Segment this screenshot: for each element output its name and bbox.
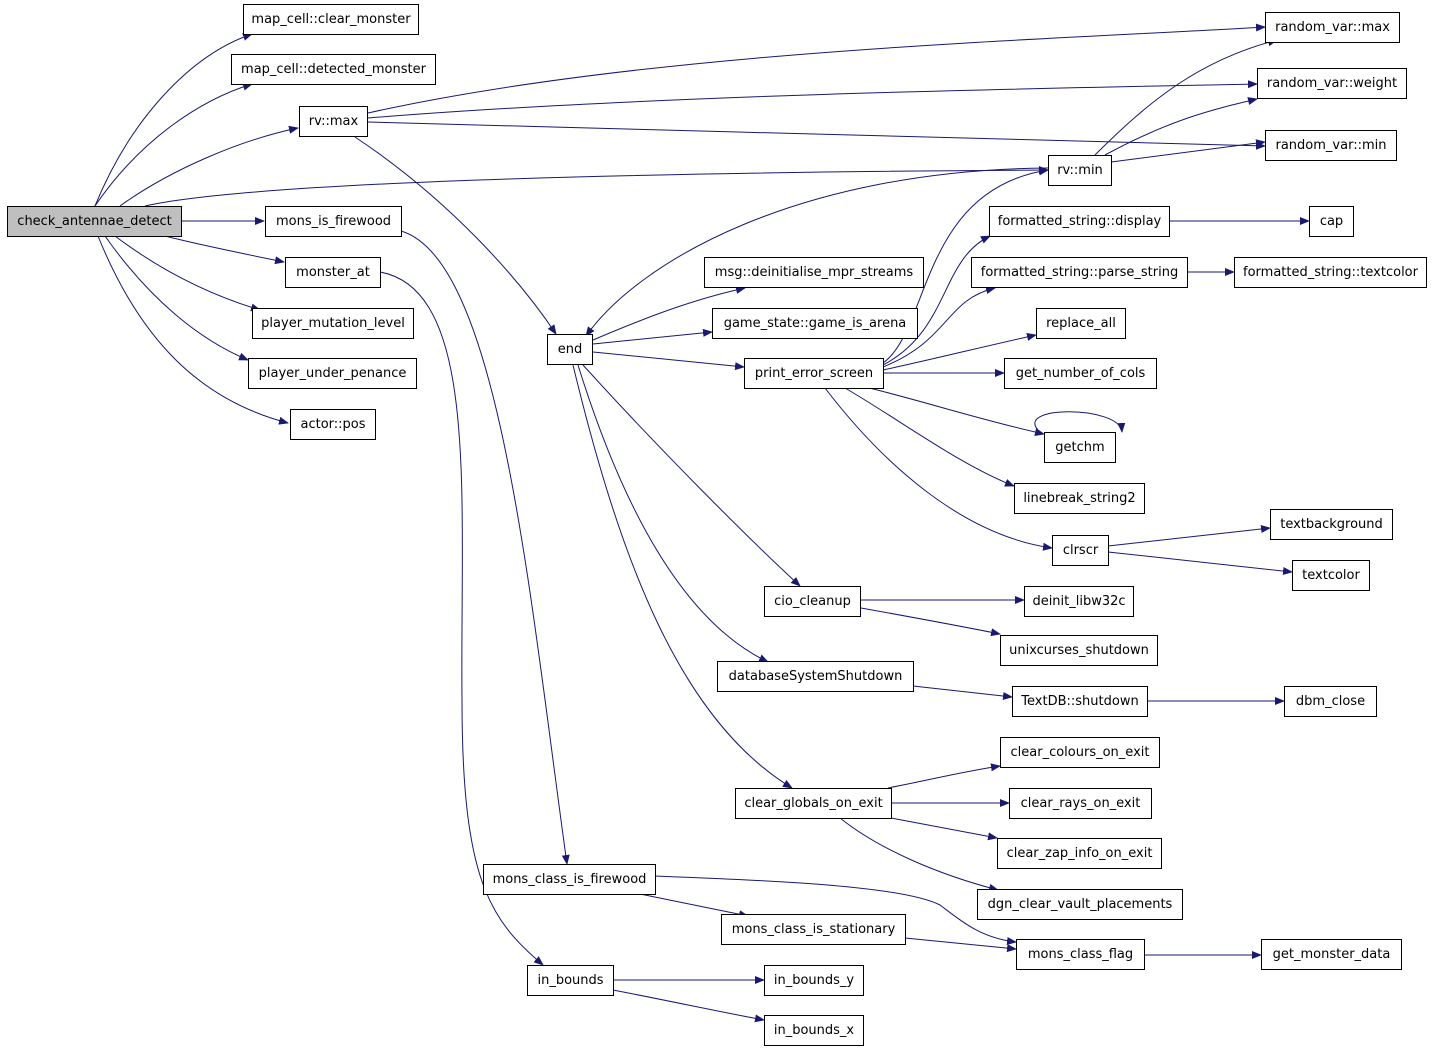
node-get-number-of-cols[interactable]: get_number_of_cols — [1004, 358, 1157, 389]
node-check-antennae-detect[interactable]: check_antennae_detect — [7, 206, 182, 237]
edge-print-to-linebreak — [844, 387, 1015, 487]
edge-print-to-fs-display — [882, 235, 991, 366]
edge-rvmin-to-rvar-min — [1110, 139, 1266, 163]
node-in-bounds[interactable]: in_bounds — [527, 965, 614, 996]
edge-classfire-to-flag — [654, 875, 1017, 945]
edge-check-to-monster-at — [164, 235, 285, 265]
edge-cio-to-unixcurses — [860, 607, 1001, 637]
node-random-var-max[interactable]: random_var::max — [1265, 12, 1400, 43]
node-replace-all[interactable]: replace_all — [1036, 308, 1126, 339]
node-mons-class-flag[interactable]: mons_class_flag — [1016, 939, 1145, 970]
edge-check-to-detected-monster — [94, 82, 253, 207]
node-mons-is-firewood[interactable]: mons_is_firewood — [265, 206, 402, 237]
node-monster-at[interactable]: monster_at — [285, 257, 381, 288]
edge-monsterat-to-in-bounds — [379, 271, 544, 966]
node-formatted-string-parse-string[interactable]: formatted_string::parse_string — [971, 257, 1188, 288]
edge-check-to-rv-min — [144, 166, 1049, 207]
node-textbackground[interactable]: textbackground — [1270, 509, 1393, 540]
edge-end-to-print-error — [592, 351, 745, 371]
node-clear-globals-on-exit[interactable]: clear_globals_on_exit — [735, 788, 892, 819]
node-msg-deinitialise-mpr-streams[interactable]: msg::deinitialise_mpr_streams — [704, 257, 924, 288]
edge-stationary-to-flag — [904, 937, 1017, 953]
node-game-state-game-is-arena[interactable]: game_state::game_is_arena — [712, 308, 918, 339]
node-mons-class-is-firewood[interactable]: mons_class_is_firewood — [483, 864, 656, 895]
node-mons-class-is-stationary[interactable]: mons_class_is_stationary — [721, 914, 906, 945]
edge-end-to-msg-deinit — [592, 286, 746, 341]
node-textcolor[interactable]: textcolor — [1292, 560, 1370, 591]
edge-check-to-under-penance — [104, 235, 249, 361]
node-unixcurses-shutdown[interactable]: unixcurses_shutdown — [1000, 635, 1158, 666]
node-player-mutation-level[interactable]: player_mutation_level — [252, 308, 414, 339]
edge-db-to-textdb — [912, 685, 1013, 700]
node-clrscr[interactable]: clrscr — [1052, 535, 1109, 566]
edge-check-to-clear-monster — [94, 33, 253, 207]
edge-end-to-db-shutdown — [577, 364, 769, 663]
edge-print-to-clrscr — [824, 387, 1053, 551]
edge-globals-to-dgn — [839, 817, 999, 892]
edge-classfire-to-stationary — [639, 893, 749, 919]
edge-rvmin-to-rvar-weight — [1104, 97, 1258, 156]
edge-rvmax-to-rvar-weight — [367, 80, 1258, 119]
edge-rvmin-to-end — [585, 167, 1049, 337]
node-random-var-min[interactable]: random_var::min — [1265, 130, 1397, 161]
node-deinit-libw32c[interactable]: deinit_libw32c — [1024, 586, 1134, 617]
node-map-cell-clear-monster[interactable]: map_cell::clear_monster — [243, 4, 419, 35]
node-rv-max[interactable]: rv::max — [299, 106, 368, 137]
node-formatted-string-display[interactable]: formatted_string::display — [989, 206, 1170, 237]
edge-firewood-to-class-firewood — [400, 230, 570, 865]
edge-end-to-game-is-arena — [592, 328, 713, 345]
node-getchm[interactable]: getchm — [1044, 432, 1116, 463]
node-rv-min[interactable]: rv::min — [1048, 155, 1112, 186]
edge-getchm-self — [1034, 411, 1126, 433]
edge-check-to-actor-pos — [97, 235, 289, 425]
node-map-cell-detected-monster[interactable]: map_cell::detected_monster — [231, 54, 436, 85]
edge-end-to-clear-globals — [572, 364, 793, 789]
edge-check-to-mutation-level — [114, 235, 261, 312]
edge-globals-to-zap — [890, 817, 998, 841]
node-player-under-penance[interactable]: player_under_penance — [248, 358, 417, 389]
node-clear-rays-on-exit[interactable]: clear_rays_on_exit — [1009, 788, 1152, 819]
edge-end-to-cio-cleanup — [582, 364, 801, 587]
edge-inbounds-to-x — [612, 989, 765, 1023]
edge-globals-to-colours — [887, 763, 1001, 789]
edge-print-to-rvmin — [882, 167, 1049, 364]
node-clear-colours-on-exit[interactable]: clear_colours_on_exit — [1000, 737, 1160, 768]
node-formatted-string-textcolor[interactable]: formatted_string::textcolor — [1234, 257, 1427, 288]
node-cio-cleanup[interactable]: cio_cleanup — [764, 586, 861, 617]
node-in-bounds-y[interactable]: in_bounds_y — [764, 965, 864, 996]
node-dgn-clear-vault-placements[interactable]: dgn_clear_vault_placements — [977, 889, 1183, 920]
edge-rvmax-to-end — [354, 136, 557, 335]
edge-rvmin-to-rvar-max — [1094, 38, 1278, 156]
node-cap[interactable]: cap — [1309, 206, 1354, 237]
edge-clrscr-to-textbackground — [1107, 525, 1271, 547]
node-dbm-close[interactable]: dbm_close — [1284, 686, 1377, 717]
edge-clrscr-to-textcolor — [1107, 551, 1293, 576]
node-print-error-screen[interactable]: print_error_screen — [744, 358, 884, 389]
edge-rvmax-to-rvar-max — [367, 23, 1266, 114]
node-get-monster-data[interactable]: get_monster_data — [1261, 939, 1402, 970]
node-in-bounds-x[interactable]: in_bounds_x — [764, 1015, 864, 1046]
edge-rvmax-to-rvar-min — [367, 121, 1266, 150]
edge-print-to-fs-parse — [882, 286, 996, 368]
edge-check-to-rv-max — [119, 125, 299, 207]
node-linebreak-string2[interactable]: linebreak_string2 — [1014, 483, 1145, 514]
node-database-system-shutdown[interactable]: databaseSystemShutdown — [717, 661, 914, 692]
edge-print-to-replace-all — [882, 333, 1037, 371]
node-actor-pos[interactable]: actor::pos — [290, 409, 376, 440]
edge-print-to-getchm — [864, 386, 1045, 436]
node-textdb-shutdown[interactable]: TextDB::shutdown — [1012, 686, 1148, 717]
node-clear-zap-info-on-exit[interactable]: clear_zap_info_on_exit — [997, 838, 1162, 869]
node-random-var-weight[interactable]: random_var::weight — [1257, 68, 1407, 99]
node-end[interactable]: end — [547, 334, 593, 365]
